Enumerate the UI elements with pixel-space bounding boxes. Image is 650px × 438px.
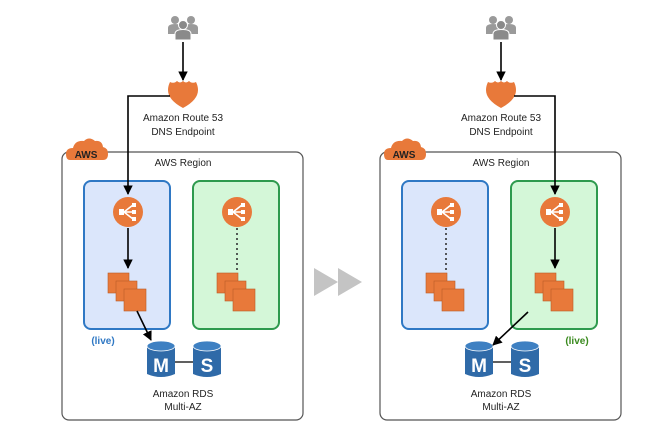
rds-multi-az: M S Amazon RDS Multi-AZ [146, 340, 222, 413]
aws-cloud-icon [66, 138, 108, 160]
blue-environment [83, 180, 171, 330]
rds-sublabel: Multi-AZ [164, 402, 201, 413]
users-icon [485, 15, 517, 41]
load-balancer-icon [430, 196, 462, 228]
fast-forward-icon [314, 268, 362, 296]
aws-badge-label: AWS [75, 150, 98, 161]
load-balancer-icon [221, 196, 253, 228]
dns-to-live-elb-arrow [123, 95, 170, 195]
green-environment-box [192, 180, 280, 330]
rds-master-label: M [153, 356, 169, 377]
blue-environment [401, 180, 489, 330]
live-label: (live) [91, 336, 114, 347]
instances-to-db-arrow [136, 310, 152, 341]
aws-region-title: AWS Region [155, 158, 212, 169]
load-balancer-icon [112, 196, 144, 228]
green-environment-box [510, 180, 598, 330]
rds-label: Amazon RDS [471, 389, 532, 400]
aws-cloud-badge: AWS [384, 138, 426, 161]
rds-master-label: M [471, 356, 487, 377]
rds-sublabel: Multi-AZ [482, 402, 519, 413]
rds-label: Amazon RDS [153, 389, 214, 400]
aws-badge-label: AWS [393, 150, 416, 161]
route53-shield-icon [168, 81, 198, 108]
blue-environment-box [83, 180, 171, 330]
route53-shield-icon [486, 81, 516, 108]
rds-standby-label: S [201, 356, 214, 377]
green-environment [192, 180, 280, 330]
route53-label: Amazon Route 53 [461, 113, 541, 124]
route53-label: Amazon Route 53 [143, 113, 223, 124]
live-label: (live) [565, 336, 588, 347]
instances-to-db-arrow [492, 311, 529, 346]
route53-sublabel: DNS Endpoint [151, 127, 215, 138]
dns-to-live-elb-arrow [514, 95, 560, 195]
users-icon [167, 15, 199, 41]
route53-sublabel: DNS Endpoint [469, 127, 533, 138]
blue-environment-box [401, 180, 489, 330]
rds-multi-az: M S Amazon RDS Multi-AZ [464, 340, 540, 413]
aws-cloud-icon [384, 138, 426, 160]
rds-standby-label: S [519, 356, 532, 377]
load-balancer-icon [539, 196, 571, 228]
aws-region-title: AWS Region [473, 158, 530, 169]
aws-cloud-badge: AWS [66, 138, 108, 161]
green-environment [510, 180, 598, 330]
